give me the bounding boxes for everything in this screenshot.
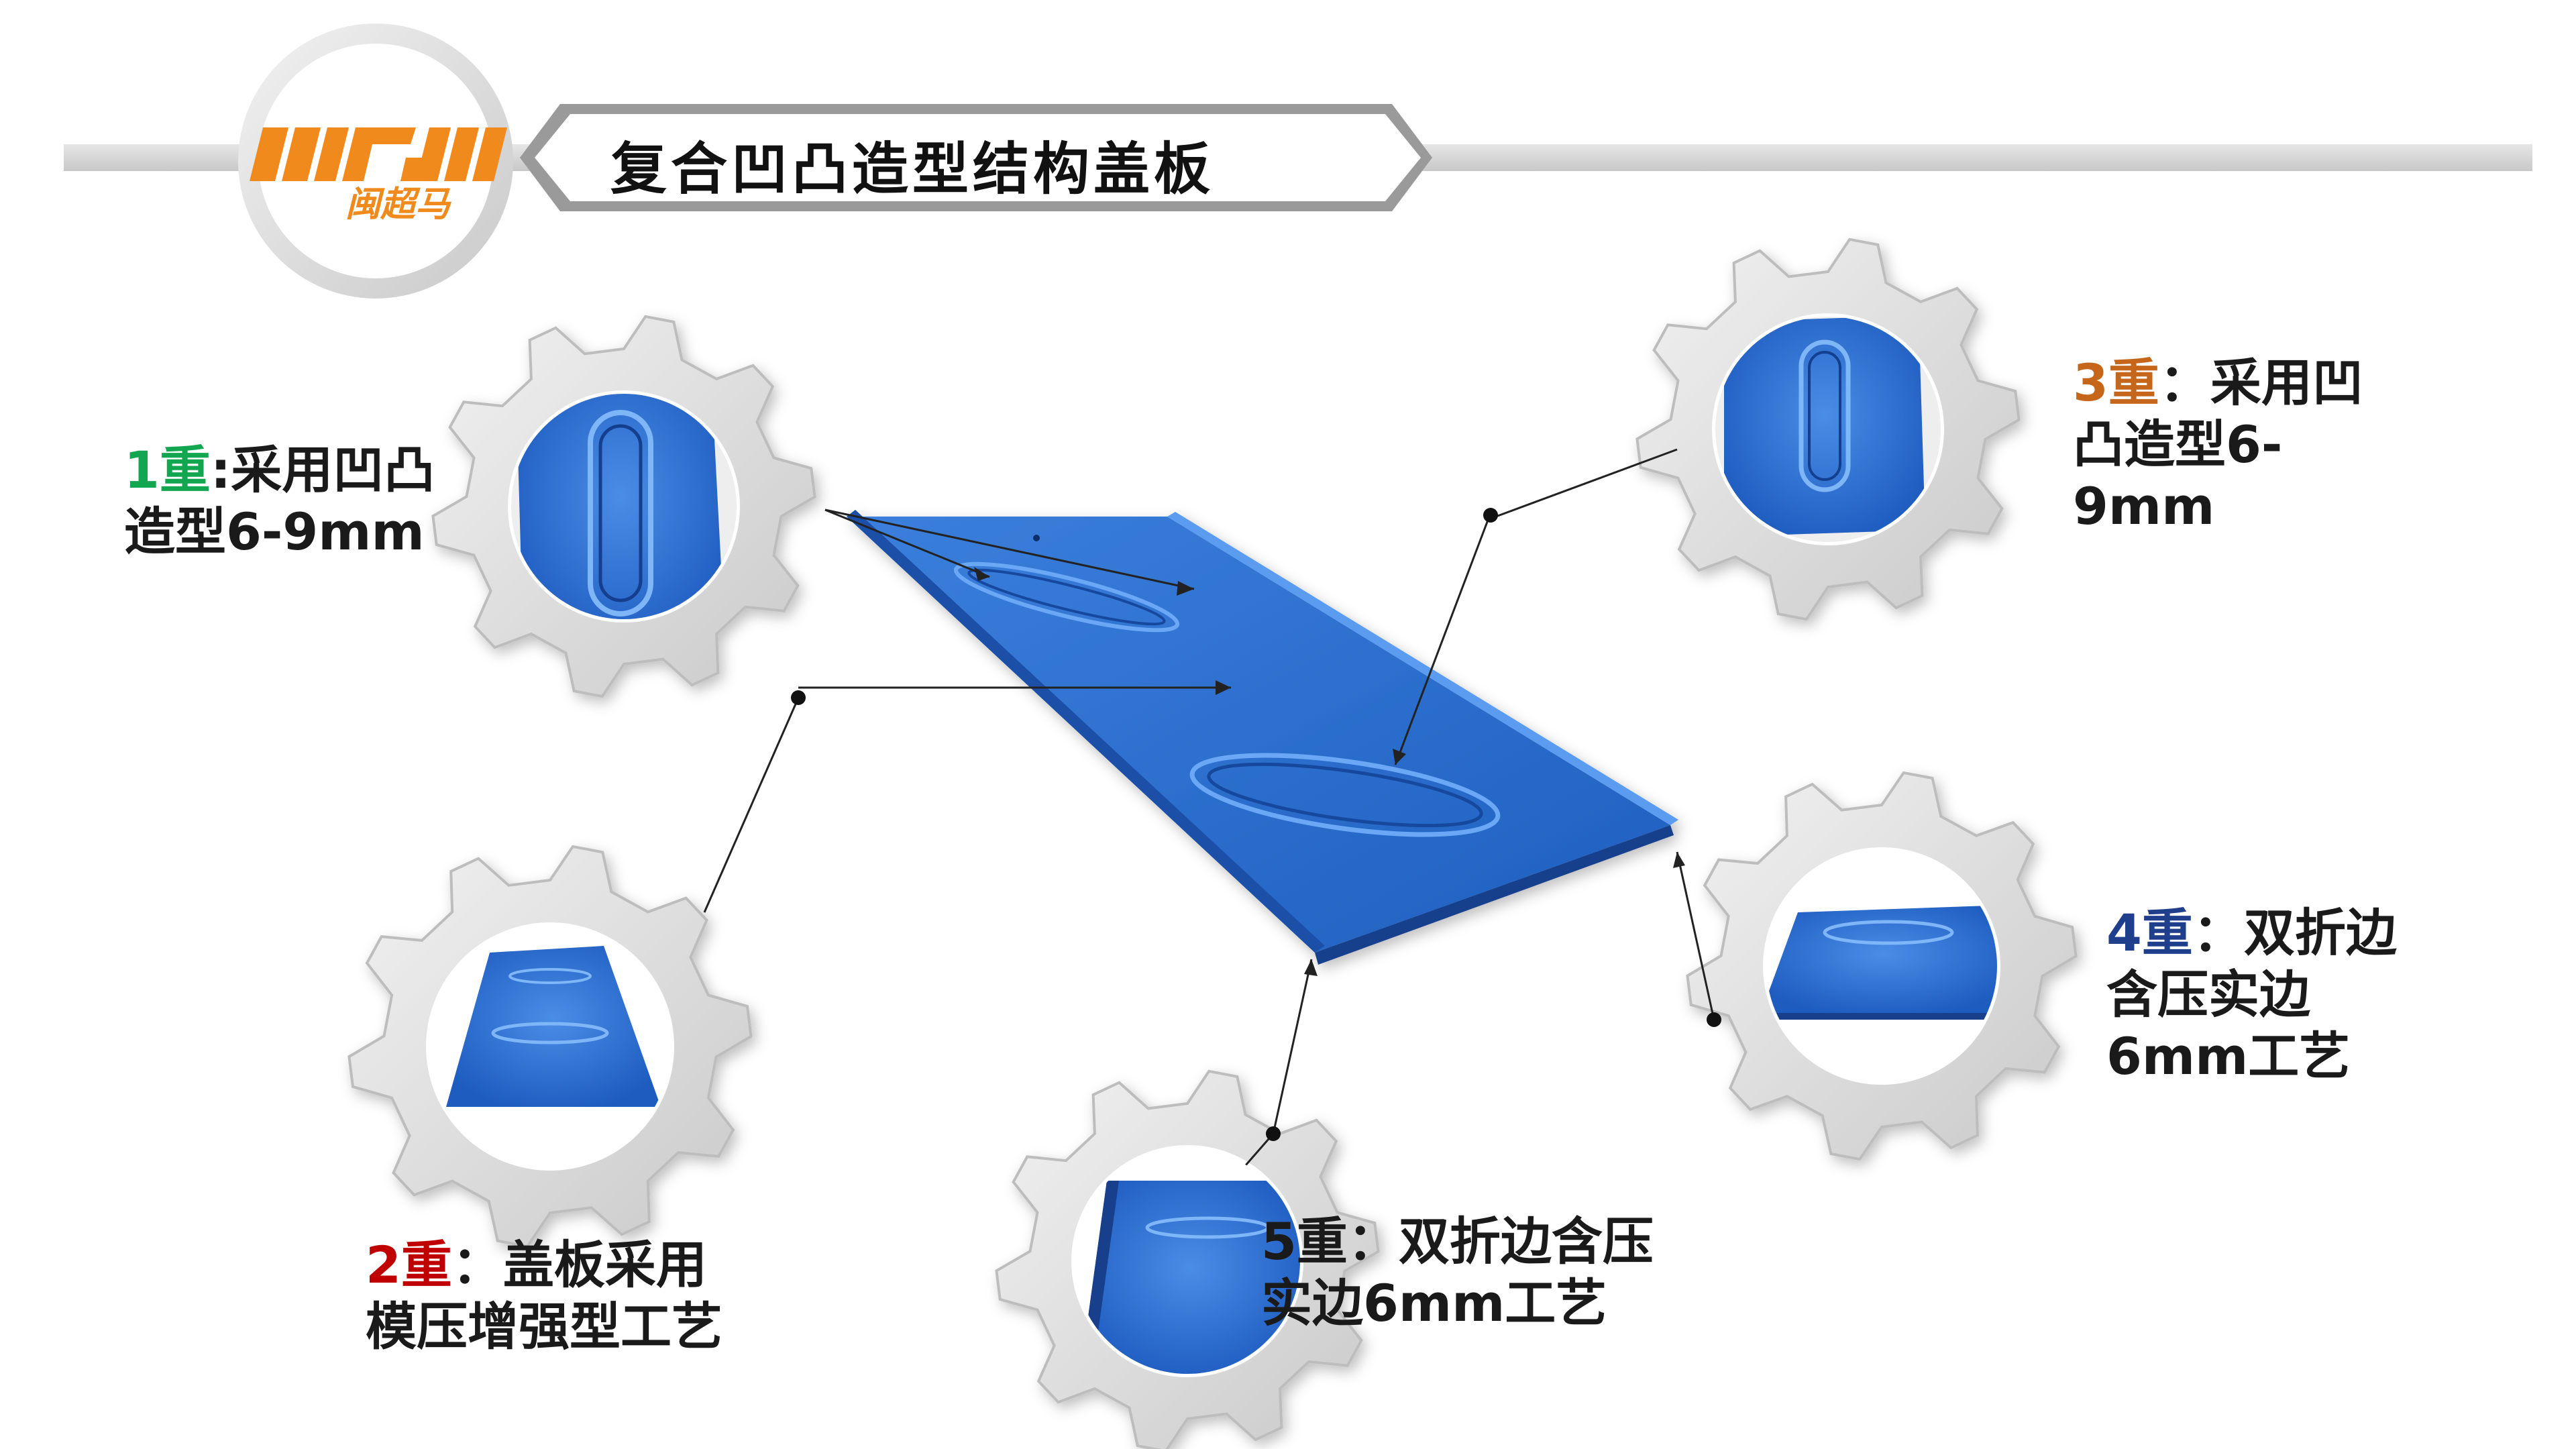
feature-text: 造型6-9mm	[124, 502, 425, 561]
feature-text: 实边6mm工艺	[1261, 1273, 1607, 1333]
gear-ring-5	[1071, 1145, 1303, 1377]
feature-number: 1重	[124, 440, 211, 500]
feature-number: 2重	[366, 1235, 452, 1295]
feature-text: 6mm工艺	[2106, 1026, 2351, 1086]
detail-photo-5	[1075, 1148, 1300, 1374]
feature-label-5: 5重：双折边含压 实边6mm工艺	[1261, 1211, 1654, 1334]
leader-arrowheads	[974, 567, 1685, 976]
header-band	[64, 104, 2532, 211]
detail-photo-3	[1715, 317, 1941, 542]
feature-number: 5重	[1261, 1212, 1348, 1271]
detail-photo-4	[1766, 851, 1997, 1081]
gear-ring-2	[426, 922, 674, 1171]
feature-label-1: 1重:采用凹凸 造型6-9mm	[124, 439, 435, 563]
feature-text: :采用凹凸	[210, 440, 435, 500]
page-title: 复合凹凸造型结构盖板	[610, 136, 1215, 202]
feature-label-2: 2重：盖板采用 模压增强型工艺	[366, 1234, 722, 1358]
feature-number: 3重	[2073, 353, 2159, 413]
feature-text: ：盖板采用	[451, 1235, 707, 1295]
feature-text: 模压增强型工艺	[366, 1297, 722, 1356]
logo-mark-icon	[250, 127, 507, 181]
logo-badge	[238, 23, 513, 299]
feature-number: 4重	[2106, 903, 2193, 963]
detail-photo-2	[429, 926, 671, 1167]
feature-text: ：双折边含压	[1347, 1212, 1654, 1271]
feature-text: 含压实边	[2106, 965, 2310, 1024]
gear-ring-4	[1763, 847, 2000, 1085]
leader-dots	[791, 508, 1721, 1141]
feature-label-4: 4重：双折边 含压实边 6mm工艺	[2106, 902, 2397, 1087]
feature-text: 9mm	[2073, 476, 2215, 536]
feature-text: 凸造型6-	[2073, 415, 2283, 474]
feature-label-3: 3重：采用凹 凸造型6- 9mm	[2073, 352, 2363, 537]
gear-frames	[347, 237, 2078, 1449]
detail-photo-1	[511, 394, 737, 619]
gear-ring-3	[1712, 313, 1944, 545]
gear-ring-1	[508, 390, 740, 623]
logo-text: 闽超马	[345, 184, 451, 225]
cover-panel-illustration	[847, 510, 1678, 965]
feature-text: ：采用凹	[2159, 353, 2363, 413]
feature-text: ：双折边	[2192, 903, 2397, 963]
